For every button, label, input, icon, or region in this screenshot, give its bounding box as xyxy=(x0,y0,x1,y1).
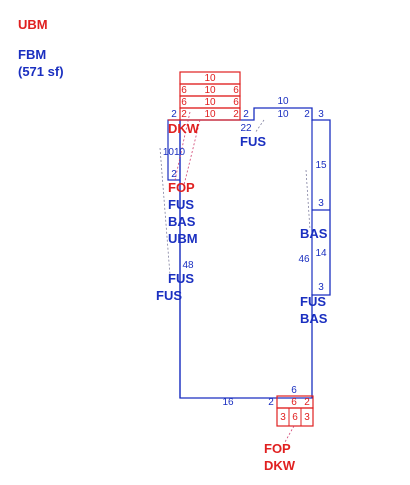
leader-fop-bottom xyxy=(284,425,295,443)
label-fus-right: FUS xyxy=(300,294,326,309)
leader-fus-top xyxy=(254,119,265,134)
label-bas-left: BAS xyxy=(168,214,196,229)
dim-bottom-6a: 6 xyxy=(291,385,297,396)
label-ubm-left: UBM xyxy=(168,231,198,246)
dim-top-6c: 6 xyxy=(181,97,187,108)
dim-right-10a: 10 xyxy=(277,96,289,107)
dim-right-2: 2 xyxy=(304,109,310,120)
dim-main-22: 22 xyxy=(240,123,252,134)
dim-top-2b: 2 xyxy=(233,109,239,120)
deck-row-4 xyxy=(179,107,241,121)
bottom-box-2 xyxy=(276,407,314,427)
label-dkw-bottom: DKW xyxy=(264,458,296,473)
dim-top-10d: 10 xyxy=(204,109,216,120)
legend-ubm: UBM xyxy=(18,17,48,32)
leader-fus-left xyxy=(159,147,171,276)
dim-right-3c: 3 xyxy=(318,282,324,293)
dim-right-14: 14 xyxy=(315,248,327,259)
dim-bottom-3a: 3 xyxy=(280,412,286,423)
label-fus-left-3: FUS xyxy=(156,288,182,303)
dim-left-1010: 1010 xyxy=(163,147,186,158)
dim-right-3b: 3 xyxy=(318,198,324,209)
dim-right-10b: 10 xyxy=(277,109,289,120)
dim-bottom-6c: 6 xyxy=(292,412,298,423)
dim-left-2b: 2 xyxy=(171,169,177,180)
label-fop-left: FOP xyxy=(168,180,195,195)
main-outline xyxy=(179,107,331,399)
dim-top-10b: 10 xyxy=(204,85,216,96)
dim-bottom-2: 2 xyxy=(268,397,274,408)
dim-main-48: 48 xyxy=(182,260,194,271)
dim-top-6b: 6 xyxy=(233,85,239,96)
label-fus-left-1: FUS xyxy=(168,197,194,212)
label-bas-right-2: BAS xyxy=(300,311,328,326)
legend-fbm: FBM xyxy=(18,47,46,62)
dim-bottom-6b: 6 xyxy=(291,397,297,408)
label-fus-top: FUS xyxy=(240,134,266,149)
dim-bottom-16: 16 xyxy=(222,397,234,408)
dim-top-10c: 10 xyxy=(204,97,216,108)
dim-top-2a: 2 xyxy=(181,109,187,120)
dim-top-6a: 6 xyxy=(181,85,187,96)
dim-left-2a: 2 xyxy=(171,109,177,120)
dim-top-10a: 10 xyxy=(204,73,216,84)
leader-dkw xyxy=(183,119,201,186)
dim-bottom-3b: 3 xyxy=(304,412,310,423)
dim-right-46: 46 xyxy=(298,254,310,265)
leader-bas-right xyxy=(305,169,311,231)
dim-left-2c: 2 xyxy=(243,109,249,120)
dim-bottom-2b: 2 xyxy=(304,397,310,408)
label-fus-left-2: FUS xyxy=(168,271,194,286)
dim-right-3a: 3 xyxy=(318,109,324,120)
dim-top-6d: 6 xyxy=(233,97,239,108)
legend-area: (571 sf) xyxy=(18,64,64,79)
label-dkw-top: DKW xyxy=(168,121,200,136)
label-bas-right-1: BAS xyxy=(300,226,328,241)
label-fop-bottom: FOP xyxy=(264,441,291,456)
dim-right-15: 15 xyxy=(315,160,327,171)
